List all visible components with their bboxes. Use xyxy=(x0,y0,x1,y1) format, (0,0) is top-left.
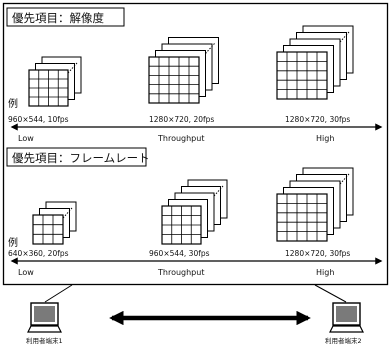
ellipsis-marker xyxy=(339,31,350,43)
section-framerate-priority: 優先項目：フレームレート 例 640×360, 20fps 960×544, 3… xyxy=(6,147,383,277)
scale-low-label: Low xyxy=(18,134,34,143)
ellipsis-marker xyxy=(213,185,224,197)
keyboard-icon xyxy=(27,325,62,333)
example-marker: 例 xyxy=(8,97,18,110)
ellipsis-marker xyxy=(339,173,350,185)
frame-stack xyxy=(28,56,82,107)
frame-stacks xyxy=(28,25,354,107)
stack-label: 640×360, 20fps xyxy=(8,249,69,258)
terminal-2: 利用者端末2 xyxy=(325,302,364,345)
scale-high-label: High xyxy=(316,268,334,277)
stack-label: 1280×720, 30fps xyxy=(285,249,350,258)
scale-low-label: Low xyxy=(18,268,34,277)
front-frame xyxy=(148,56,200,104)
ellipsis-marker xyxy=(205,43,215,54)
frame-stack xyxy=(276,25,354,100)
stack-label: 960×544, 30fps xyxy=(149,249,210,258)
frame-stack xyxy=(276,167,354,242)
section-title: 優先項目：フレームレート xyxy=(12,151,150,165)
frame-stack xyxy=(32,201,77,245)
terminal-1: 利用者端末1 xyxy=(26,302,63,345)
section-title-box xyxy=(6,147,147,167)
funnel-line-left xyxy=(44,284,73,303)
stack-label: 1280×720, 20fps xyxy=(149,115,214,124)
frame-stack xyxy=(161,179,228,245)
keyboard-icon xyxy=(329,325,364,333)
scale-high-label: High xyxy=(316,134,334,143)
front-frame xyxy=(32,214,64,245)
stack-label: 1280×720, 30fps xyxy=(285,115,350,124)
ellipsis-marker xyxy=(67,62,78,74)
section-resolution-priority: 優先項目：解像度 例 960×544, 10fps 1280×720, 20fp… xyxy=(6,7,383,143)
ellipsis-marker xyxy=(62,207,73,219)
scale-mid-label: Throughput xyxy=(157,268,204,277)
front-frame xyxy=(276,193,328,242)
example-marker: 例 xyxy=(8,236,18,249)
terminal-label: 利用者端末2 xyxy=(325,336,362,345)
section-title: 優先項目：解像度 xyxy=(12,11,104,25)
frame-stack xyxy=(148,37,219,104)
terminal-label: 利用者端末1 xyxy=(26,336,63,345)
frame-stacks xyxy=(32,167,354,245)
funnel-line-right xyxy=(314,284,347,303)
front-frame xyxy=(276,51,328,100)
section-title-box xyxy=(6,7,125,27)
stack-label: 960×544, 10fps xyxy=(8,115,69,124)
scale-mid-label: Throughput xyxy=(157,134,204,143)
